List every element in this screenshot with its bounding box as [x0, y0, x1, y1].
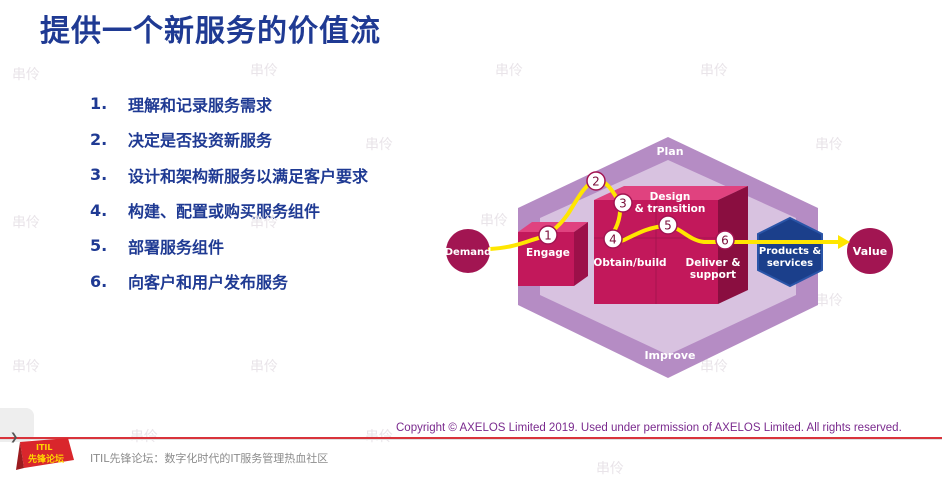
itil-forum-logo: ITIL 先锋论坛: [16, 438, 74, 470]
watermark: 串伶: [700, 63, 728, 79]
logo-bottom-text: 先锋论坛: [28, 453, 64, 465]
engage-label: Engage: [526, 247, 570, 259]
step-marker-3: 3: [613, 193, 633, 213]
watermark: 串伶: [480, 213, 508, 229]
footer-divider-shadow: [0, 439, 942, 440]
obtain-build-label: Obtain/build: [593, 257, 666, 269]
products-label-line2: services: [767, 258, 813, 269]
demand-label: Demand: [445, 247, 492, 258]
products-label-line1: Products &: [759, 246, 822, 257]
watermark: 串伶: [495, 63, 523, 79]
chevron-right-icon: ❯: [10, 432, 19, 443]
list-item: 4.构建、配置或购买服务组件: [90, 200, 321, 222]
watermark: 串伶: [815, 293, 843, 309]
value-label: Value: [853, 245, 887, 258]
watermark: 串伶: [12, 359, 40, 375]
list-item: 6.向客户和用户发布服务: [90, 271, 289, 293]
svg-text:3: 3: [619, 197, 627, 211]
watermark: 串伶: [250, 63, 278, 79]
improve-label: Improve: [644, 349, 695, 362]
products-services-hexagon: [757, 216, 823, 288]
svg-text:4: 4: [609, 233, 617, 247]
svg-text:6: 6: [721, 234, 729, 248]
svg-text:2: 2: [592, 175, 600, 189]
footer-divider: [0, 437, 942, 439]
watermark: 串伶: [12, 67, 40, 83]
list-item: 2.决定是否投资新服务: [90, 129, 273, 151]
step-marker-2: 2: [586, 171, 606, 191]
step-marker-1: 1: [538, 225, 558, 245]
step-list: 1.理解和记录服务需求 2.决定是否投资新服务 3.设计和架构新服务以满足客户要…: [90, 86, 368, 299]
plan-label: Plan: [656, 145, 683, 158]
svg-text:1: 1: [544, 229, 552, 243]
demand-circle: [446, 229, 490, 273]
value-circle: [847, 228, 893, 274]
logo-top-text: ITIL: [36, 443, 53, 452]
list-item: 5.部署服务组件: [90, 236, 225, 257]
value-chain-cube: [594, 186, 748, 304]
step-marker-6: 6: [715, 230, 735, 250]
list-item: 3.设计和架构新服务以满足客户要求: [90, 165, 369, 186]
watermark: 串伶: [815, 137, 843, 153]
slide-nav-tab[interactable]: [0, 408, 34, 442]
svg-text:5: 5: [664, 219, 672, 233]
step-marker-4: 4: [603, 229, 623, 249]
list-item: 1.理解和记录服务需求: [90, 94, 273, 115]
footer-tagline: ITIL先锋论坛：数字化时代的IT服务管理热血社区: [90, 452, 329, 465]
design-label-line1: Design: [650, 191, 691, 203]
watermark: 串伶: [700, 359, 728, 375]
arrow-head: [838, 235, 850, 249]
deliver-support-label-line2: support: [690, 269, 736, 281]
watermark: 串伶: [250, 359, 278, 375]
step-marker-5: 5: [658, 215, 678, 235]
watermark: 串伶: [250, 215, 278, 231]
design-label-line2: & transition: [635, 203, 706, 215]
watermark: 串伶: [596, 461, 624, 477]
watermark: 串伶: [365, 137, 393, 153]
watermark: 串伶: [12, 215, 40, 231]
engage-cube: [518, 222, 588, 286]
copyright-notice: Copyright © AXELOS Limited 2019. Used un…: [396, 422, 902, 434]
deliver-support-label-line1: Deliver &: [686, 257, 741, 269]
page-title: 提供一个新服务的价值流: [40, 14, 381, 49]
